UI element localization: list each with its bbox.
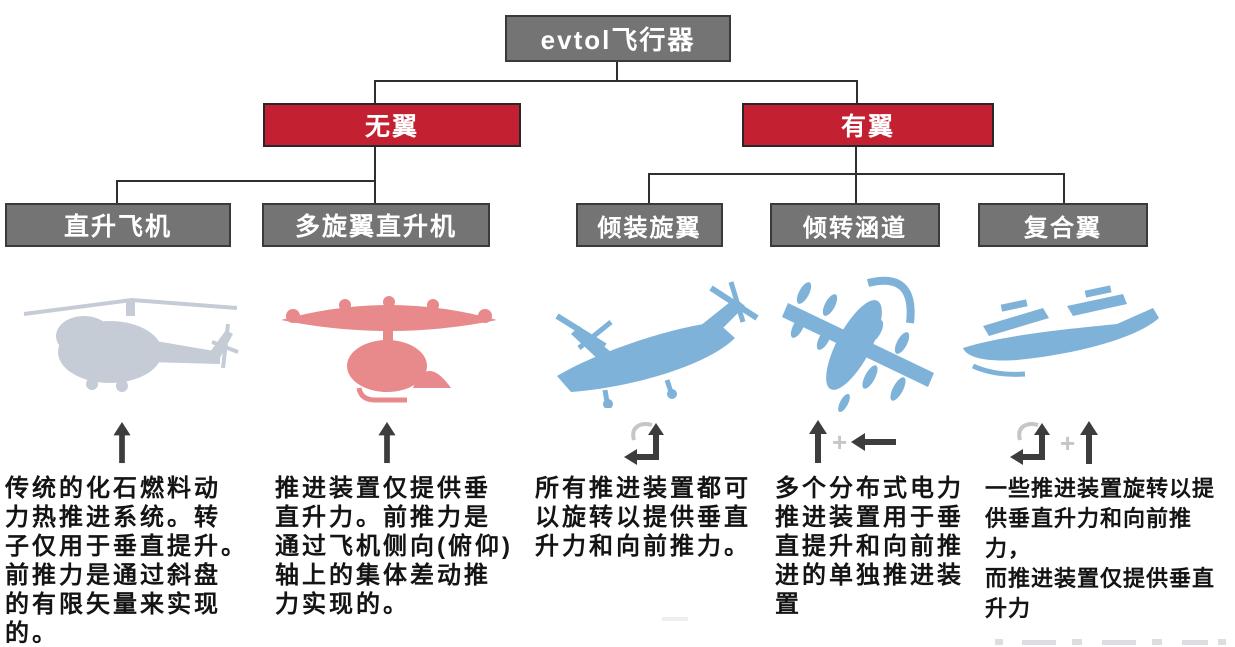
node-tiltduct-label: 倾转涵道 [803,214,907,242]
connector-winged-horizontal [648,173,1065,175]
connector-to-compound [1063,175,1065,203]
cropped-artifact [1102,640,1136,645]
node-multirotor-label: 多旋翼直升机 [294,213,457,241]
cropped-artifact [1072,639,1082,645]
rotate-arrow-icon [624,422,664,465]
connector-to-wingless [374,80,376,103]
tiltrotor-motion-iconrow [622,420,670,466]
node-tiltrotor: 倾装旋翼 [576,203,723,247]
multirotor-silhouette [281,296,497,403]
connector-to-winged [856,80,858,103]
node-compound-label: 复合翼 [1024,214,1102,242]
node-helicopter: 直升飞机 [5,203,231,247]
connector-winged-down [855,147,857,173]
tiltduct-motion-iconrow: + [808,420,897,464]
node-tiltrotor-label: 倾装旋翼 [597,214,702,242]
up-arrow-icon [378,422,396,464]
plus-icon: + [832,427,848,457]
connector-to-helicopter [116,182,118,203]
node-root-label: evtol飞行器 [540,25,696,55]
node-tiltduct: 倾转涵道 [770,203,940,247]
node-winged: 有翼 [742,103,994,147]
node-helicopter-label: 直升飞机 [63,213,172,241]
left-arrow-icon [851,433,897,451]
cropped-artifact [995,639,1003,645]
node-compound: 复合翼 [978,203,1148,247]
tiltduct-description: 多个分布式电力 推进装置用于垂 直提升和向前推 进的单独推进装 置 [775,475,964,618]
plus-icon: + [1060,428,1076,458]
node-wingless-label: 无翼 [364,113,419,141]
rotate-arrow-icon [1010,422,1050,465]
node-winged-label: 有翼 [840,113,895,141]
cropped-artifact [1182,640,1208,645]
helicopter-silhouette [23,297,239,392]
tiltrotor-description: 所有推进装置都可 以旋转以提供垂直 升力和向前推力。 [535,475,751,560]
node-root: evtol飞行器 [505,15,731,62]
cropped-artifact [1022,640,1056,645]
compound-description: 一些推进装置旋转以提 供垂直升力和向前推力， 而推进装置仅提供垂直 升力 [985,476,1216,621]
compound-motion-iconrow: + [1008,420,1099,466]
cropped-artifact [1152,639,1162,645]
up-arrow-icon [809,420,827,463]
up-arrow-icon [1080,421,1099,464]
compound-wing-silhouette [963,285,1159,377]
tiltrotor-silhouette [555,281,759,408]
connector-to-tiltduct [855,175,857,203]
connector-level1-horizontal [374,80,858,82]
cropped-artifact [662,617,688,621]
multirotor-description: 推进装置仅提供垂 直升力。前推力是 通过飞机侧向(俯仰) 轴上的集体差动推 力实… [275,475,513,618]
node-multirotor: 多旋翼直升机 [262,203,490,247]
connector-root-down [616,62,618,81]
connector-to-tiltrotor [648,175,650,203]
helicopter-lift-iconrow [112,422,132,464]
helicopter-description: 传统的化石燃料动 力热推进系统。转 子仅用于垂直提升。 前推力是通过斜盘 的有限… [5,475,248,647]
cropped-artifact [1218,639,1226,645]
connector-wingless-down [374,147,376,203]
multi-prop-drone-silhouette [782,276,934,413]
up-arrow-icon [113,422,131,464]
node-wingless: 无翼 [263,103,521,147]
connector-wingless-horizontal [116,180,376,182]
multirotor-lift-iconrow [377,422,397,464]
